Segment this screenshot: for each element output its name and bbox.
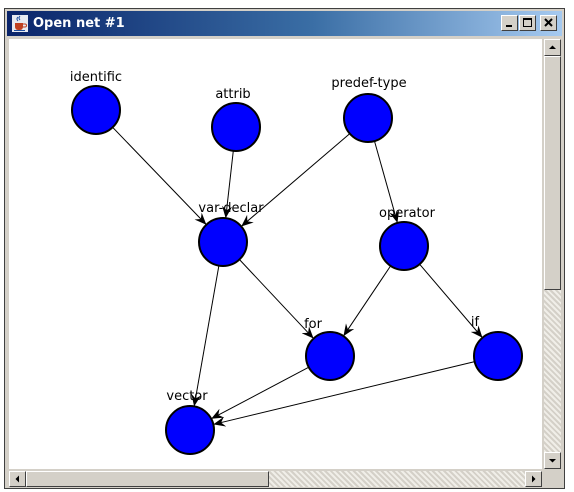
java-cup-icon xyxy=(12,15,28,32)
node-label: identific xyxy=(70,70,122,85)
arrow-up-icon xyxy=(549,45,556,49)
node-label: attrib xyxy=(215,87,250,102)
scrollbar-corner xyxy=(544,471,561,487)
node-circle[interactable] xyxy=(211,102,261,152)
scroll-left-button[interactable] xyxy=(9,471,26,487)
horizontal-scroll-thumb[interactable] xyxy=(26,471,269,487)
vertical-scroll-thumb[interactable] xyxy=(544,56,561,290)
scroll-up-button[interactable] xyxy=(544,39,561,56)
maximize-icon xyxy=(523,18,532,27)
graph-node-attrib[interactable]: attrib xyxy=(211,87,261,152)
vertical-scrollbar[interactable] xyxy=(544,39,561,469)
node-label: for xyxy=(304,317,323,332)
arrow-down-icon xyxy=(549,459,556,463)
title-bar[interactable]: Open net #1 xyxy=(7,11,562,36)
edge-if-to-vector[interactable] xyxy=(213,361,475,427)
graph-node-identific[interactable]: identific xyxy=(70,70,122,135)
edge-operator-to-for[interactable] xyxy=(343,265,392,337)
node-circle[interactable] xyxy=(379,221,429,271)
maximize-button[interactable] xyxy=(519,15,536,31)
graph-node-if[interactable]: if xyxy=(471,315,523,381)
horizontal-scrollbar[interactable] xyxy=(9,471,542,487)
scroll-down-button[interactable] xyxy=(544,452,561,469)
node-label: var-declar xyxy=(198,201,264,216)
graph-node-vector[interactable]: vector xyxy=(165,389,215,455)
graph-canvas[interactable]: identific attrib predef-type var-declar oper… xyxy=(9,39,542,469)
edge-attrib-to-var-declar[interactable] xyxy=(222,150,234,219)
minimize-button[interactable] xyxy=(501,15,518,31)
node-circle[interactable] xyxy=(343,93,393,143)
node-circle[interactable] xyxy=(305,331,355,381)
close-button[interactable] xyxy=(540,15,557,31)
edge-predef-type-to-operator[interactable] xyxy=(374,140,400,223)
node-label: if xyxy=(471,315,480,330)
arrow-right-icon xyxy=(532,475,536,483)
node-label: operator xyxy=(379,206,436,221)
graph-node-var-declar[interactable]: var-declar xyxy=(198,201,264,267)
graph-node-predef-type[interactable]: predef-type xyxy=(331,76,407,143)
network-graph[interactable]: identific attrib predef-type var-declar oper… xyxy=(9,39,542,469)
edge-for-to-vector[interactable] xyxy=(211,366,310,419)
node-label: vector xyxy=(166,389,208,404)
minimize-icon xyxy=(506,25,512,27)
scroll-right-button[interactable] xyxy=(525,471,542,487)
graph-node-operator[interactable]: operator xyxy=(379,206,436,271)
arrow-left-icon xyxy=(15,475,19,483)
edge-var-declar-to-for[interactable] xyxy=(239,259,314,339)
node-label: predef-type xyxy=(331,76,406,91)
edge-operator-to-if[interactable] xyxy=(419,263,483,338)
graph-node-for[interactable]: for xyxy=(304,317,355,381)
node-circle[interactable] xyxy=(473,331,523,381)
edge-identific-to-var-declar[interactable] xyxy=(112,126,207,225)
edge-predef-type-to-var-declar[interactable] xyxy=(241,133,351,227)
close-icon xyxy=(544,18,553,27)
window-title: Open net #1 xyxy=(33,16,125,31)
node-circle[interactable] xyxy=(71,85,121,135)
edge-var-declar-to-vector[interactable] xyxy=(191,265,220,407)
node-circle[interactable] xyxy=(198,217,248,267)
node-circle[interactable] xyxy=(165,405,215,455)
